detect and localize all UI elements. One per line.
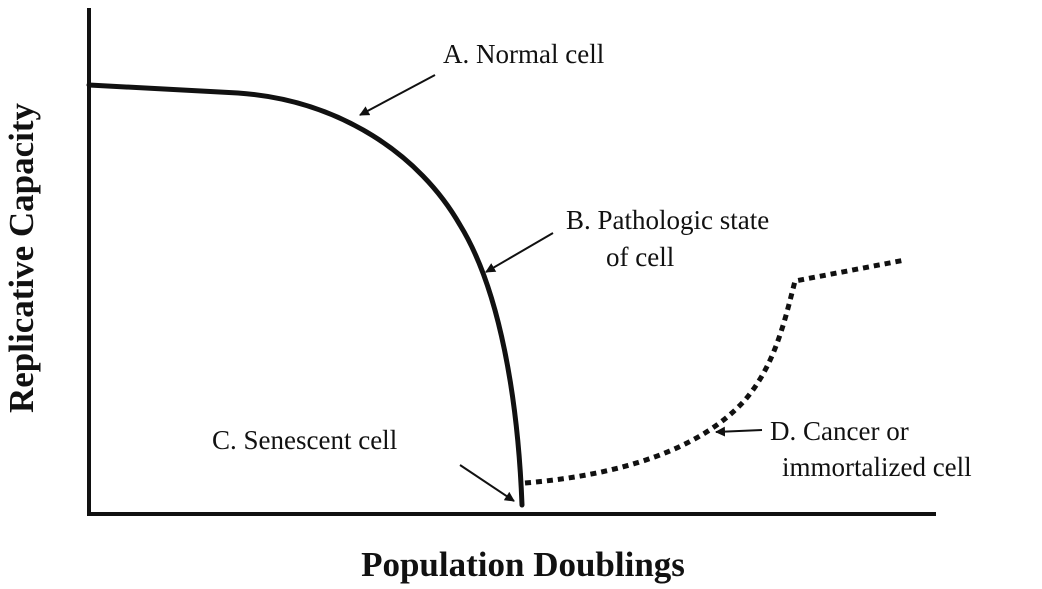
- cancer-immortalized-curve: [524, 257, 906, 486]
- cancer-cell-label-line1: D. Cancer or: [770, 416, 909, 446]
- cancer-cell-label-line2: immortalized cell: [782, 452, 972, 482]
- normal-cell-label: A. Normal cell: [443, 39, 604, 69]
- pathologic-state-label-line2: of cell: [606, 242, 674, 272]
- normal-cell-curve: [86, 82, 525, 508]
- y-axis-title: Replicative Capacity: [2, 102, 41, 413]
- senescent-cell-arrow: [459, 464, 515, 502]
- normal-cell-arrow: [359, 74, 436, 116]
- cancer-cell-arrow: [715, 426, 763, 437]
- senescent-cell-label: C. Senescent cell: [212, 425, 397, 455]
- pathologic-state-arrow: [485, 232, 554, 273]
- pathologic-state-label-line1: B. Pathologic state: [566, 205, 769, 235]
- x-axis-title: Population Doublings: [361, 545, 685, 584]
